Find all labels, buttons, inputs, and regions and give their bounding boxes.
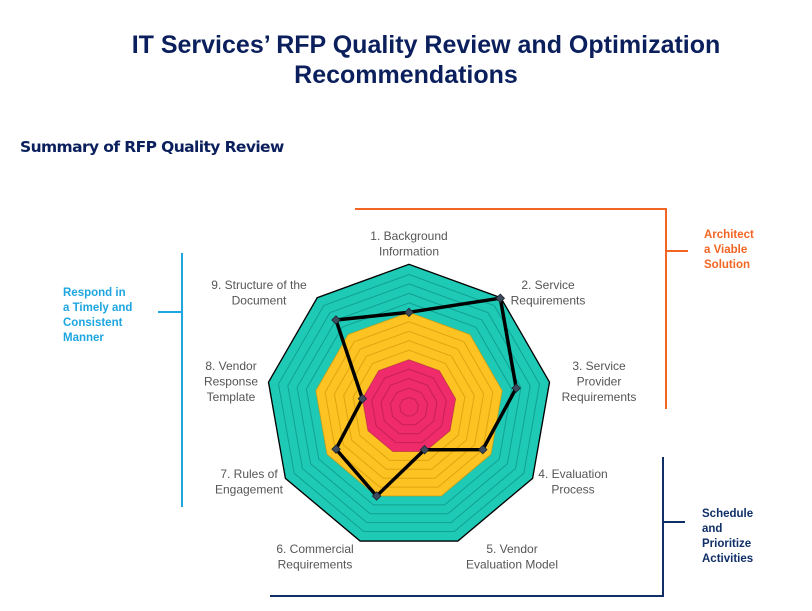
series-point-4 <box>478 444 488 455</box>
series-point-6 <box>371 491 382 501</box>
radar-ring <box>352 349 466 461</box>
page-title-line1: IT Services’ RFP Quality Review and Opti… <box>131 31 721 59</box>
series-line <box>334 296 518 498</box>
radar-ring <box>361 359 457 452</box>
axis-label-line: 2. Service <box>521 278 575 292</box>
axis-label-line: Document <box>232 294 287 308</box>
axis-label-line: 8. Vendor <box>205 359 256 373</box>
radar-ring <box>380 378 438 435</box>
axis-label-line: Provider <box>577 375 622 389</box>
section-subtitle: Summary of RFP Quality Review <box>20 138 284 156</box>
group-label-line: a Timely and <box>63 302 133 314</box>
radar-ring <box>371 368 447 444</box>
axis-label-line: 7. Rules of <box>220 467 278 481</box>
series-point-2 <box>495 293 506 303</box>
series-point-7 <box>331 444 341 454</box>
radar-ring <box>315 311 503 497</box>
axis-label-line: 6. Commercial <box>276 542 353 556</box>
group-label-line: Consistent <box>63 317 123 329</box>
radar-band-low <box>362 359 456 452</box>
axis-label-7: 7. Rules of Engagement <box>215 467 284 497</box>
page-title: IT Services’ RFP Quality Review and Opti… <box>0 30 812 90</box>
axis-label-line: 9. Structure of the <box>211 278 307 292</box>
group-brackets <box>158 208 688 597</box>
radar-ring <box>324 321 494 488</box>
group-label-schedule: Schedule and Prioritize Activities <box>702 507 753 567</box>
architect-bracket <box>355 208 667 409</box>
axis-label-line: Requirements <box>562 390 637 404</box>
group-label-line: a Viable <box>704 244 748 256</box>
radar-ring <box>305 302 513 506</box>
group-label-line: Respond in <box>63 287 126 299</box>
radar-ring <box>333 330 485 479</box>
axis-label-line: 5. Vendor <box>486 542 537 556</box>
radar-ring <box>296 292 522 515</box>
series-point-8 <box>357 394 368 404</box>
group-label-line: Architect <box>704 229 754 241</box>
axis-label-line: Requirements <box>511 294 586 308</box>
axis-label-line: 4. Evaluation <box>538 467 607 481</box>
radar-ring <box>277 273 541 532</box>
axis-label-line: Engagement <box>215 483 284 497</box>
group-label-line: and <box>702 523 723 535</box>
radar-ring <box>389 387 429 426</box>
radar-ring <box>399 396 419 417</box>
axis-label-line: Requirements <box>278 558 353 572</box>
page-title-line2: Recommendations <box>294 61 518 89</box>
radar-series <box>331 293 521 501</box>
series-point-1 <box>404 307 414 318</box>
series-point-9 <box>331 315 341 325</box>
group-label-line: Prioritize <box>702 538 752 550</box>
group-label-line: Solution <box>704 259 750 271</box>
axis-label-line: 3. Service <box>572 359 626 373</box>
group-label-architect: Architect a Viable Solution <box>704 228 754 273</box>
axis-label-line: Process <box>551 483 594 497</box>
axis-label-line: Template <box>207 390 256 404</box>
group-label-respond: Respond in a Timely and Consistent Manne… <box>63 286 132 346</box>
series-point-5 <box>419 444 430 455</box>
series-point-3 <box>511 383 521 393</box>
group-label-line: Activities <box>702 553 754 565</box>
schedule-bracket <box>270 457 664 597</box>
axis-label-line: Response <box>204 375 258 389</box>
axis-label-line: 1. Background <box>370 229 447 243</box>
axis-label-line: Evaluation Model <box>466 558 558 572</box>
group-label-line: Schedule <box>702 508 754 520</box>
group-label-line: Manner <box>63 332 104 344</box>
axis-label-line: Information <box>379 245 439 259</box>
